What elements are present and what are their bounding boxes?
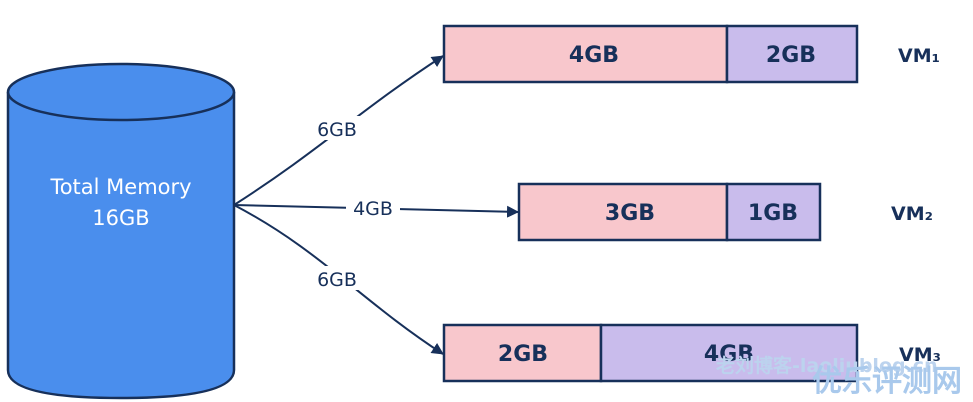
vm2-free-segment [725,182,822,242]
vm3-used-label: 2GB [498,342,548,367]
total-memory-cylinder: Total Memory 16GB [6,62,236,400]
site-watermark: 优乐评测网 [812,364,962,399]
vm2-free-label: 1GB [748,201,798,226]
vm3-free-segment [599,323,859,383]
vm1-name: VM₁ [898,45,940,67]
vm1-allocation-label: 6GB [317,119,357,141]
vm1-free-segment [725,24,859,84]
total-memory-title: Total Memory [49,175,191,199]
vm3-name: VM₃ [899,344,941,366]
vm3-allocation-label: 6GB [317,269,357,291]
vm2-used-segment [517,182,729,242]
cylinder-body [6,92,236,400]
vm1-free-label: 2GB [766,43,816,68]
vm1-used-label: 4GB [569,43,619,68]
vm2-name: VM₂ [891,203,933,225]
total-memory-size: 16GB [92,206,149,230]
cylinder-top [6,62,236,122]
vm2-allocation-label: 4GB [353,198,393,220]
vm2-used-label: 3GB [605,201,655,226]
vm1-memory-bar: 4GB 2GB [442,24,859,84]
vm1-used-segment [442,24,729,84]
blog-watermark: 老刘博客-laoliublog.cn [716,354,938,377]
vm2-memory-bar: 3GB 1GB [517,182,822,242]
vm3-free-label: 4GB [704,342,754,367]
vm3-used-segment [442,323,603,383]
vm3-memory-bar: 2GB 4GB [442,323,859,383]
